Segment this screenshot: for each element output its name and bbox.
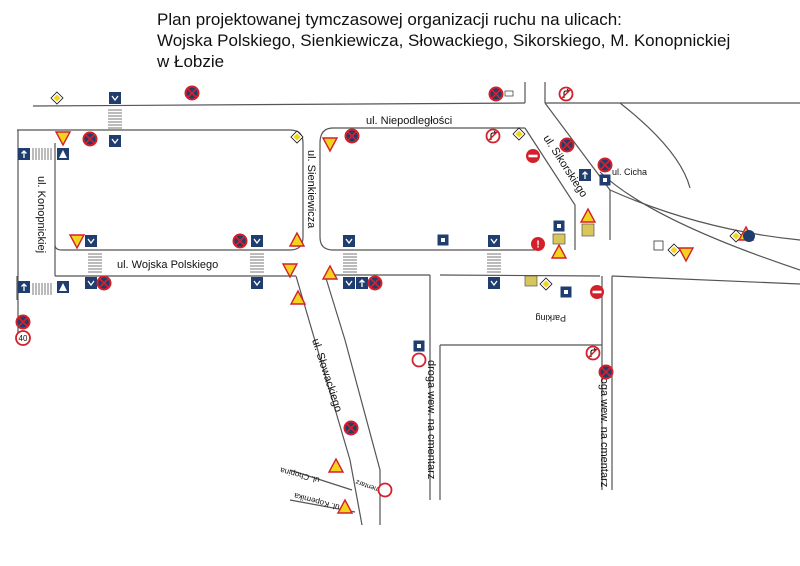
one-way-sign-icon: [250, 276, 264, 290]
one-way-sign-icon: [487, 234, 501, 248]
no-stopping-sign-icon: [488, 86, 504, 102]
one-way-sign-icon: [108, 134, 122, 148]
no-stopping-sign-icon: [232, 233, 248, 249]
one-way-sign-icon: [342, 276, 356, 290]
no-entry-sign-icon: [526, 149, 540, 163]
no-stopping-sign-icon: [184, 85, 200, 101]
no-stopping-sign-icon: [96, 275, 112, 291]
yield-sign-icon: [322, 137, 338, 152]
priority-road-sign-icon: [539, 277, 553, 291]
street-label-droga-wew-2: droga wew. na cmentarz: [598, 368, 610, 487]
no-vehicles-sign-icon: [411, 352, 427, 368]
speed-limit-sign-icon: [15, 330, 31, 346]
no-stopping-sign-icon: [82, 131, 98, 147]
one-way-arrow-sign-icon: [578, 168, 592, 182]
street-label-kopernika: ul. Kopernika: [293, 491, 341, 512]
warning-sign-icon: [322, 265, 338, 280]
street-label-konopnickiej: ul. Konopnickiej: [35, 176, 47, 253]
warning-sign-icon: [289, 232, 305, 247]
no-stopping-sign-icon: [559, 137, 575, 153]
no-vehicles-sign-icon: [377, 482, 393, 498]
priority-road-sign-icon: [512, 127, 526, 141]
title-line-2: Wojska Polskiego, Sienkiewicza, Słowacki…: [157, 31, 731, 50]
one-way-arrow-sign-icon: [17, 147, 31, 161]
no-turn-sign-icon: [585, 345, 601, 361]
yield-sign-icon: [678, 247, 694, 262]
yield-sign-icon: [282, 263, 298, 278]
street-label-droga-wew-1: droga wew. na cmentarz: [425, 360, 437, 479]
parking-sign-icon: [743, 230, 755, 242]
no-stopping-sign-icon: [343, 420, 359, 436]
street-label-niepodleglosci: ul. Niepodległości: [366, 115, 452, 127]
pedestrian-crossings: [32, 109, 501, 295]
info-sign-icon: [599, 174, 611, 186]
street-label-sienkiewicza: ul. Sienkiewicza: [305, 150, 317, 229]
street-label-wojska-polskiego: ul. Wojska Polskiego: [117, 259, 218, 271]
info-sign-icon: [560, 286, 572, 298]
no-stopping-sign-icon: [367, 275, 383, 291]
title-line-1: Plan projektowanej tymczasowej organizac…: [157, 10, 622, 29]
traffic-signs: 40: [15, 85, 755, 514]
one-way-sign-icon: [84, 234, 98, 248]
warning-red-sign-icon: [531, 237, 545, 251]
yield-sign-icon: [69, 234, 85, 249]
one-way-sign-icon: [84, 276, 98, 290]
one-way-sign-icon: [250, 234, 264, 248]
priority-road-sign-icon: [50, 91, 64, 105]
warning-sign-icon: [551, 244, 567, 259]
one-way-arrow-sign-icon: [355, 276, 369, 290]
no-stopping-sign-icon: [344, 128, 360, 144]
no-entry-sign-icon: [590, 285, 604, 299]
speed-limit-value: 40: [19, 334, 28, 343]
pedestrian-crossing-sign-icon: [57, 148, 69, 160]
one-way-sign-icon: [487, 276, 501, 290]
one-way-sign-icon: [108, 91, 122, 105]
one-way-sign-icon: [342, 234, 356, 248]
warning-sign-icon: [328, 458, 344, 473]
title-line-3: w Łobzie: [157, 52, 225, 71]
no-stopping-sign-icon: [598, 364, 614, 380]
one-way-arrow-sign-icon: [17, 280, 31, 294]
pedestrian-crossing-sign-icon: [57, 281, 69, 293]
warning-sign-icon: [580, 208, 596, 223]
street-label-slowackiego: ul. Słowackiego: [309, 337, 344, 413]
road-network: [16, 82, 800, 526]
priority-road-sign-icon: [290, 130, 304, 144]
no-turn-sign-icon: [485, 128, 501, 144]
no-turn-sign-icon: [558, 86, 574, 102]
info-sign-icon: [437, 234, 449, 246]
info-sign-icon: [553, 220, 565, 232]
street-label-cicha: ul. Cicha: [612, 167, 647, 177]
info-sign-icon: [413, 340, 425, 352]
yield-sign-icon: [55, 131, 71, 146]
no-stopping-sign-icon: [597, 157, 613, 173]
street-label-chopina: ul. Chopina: [279, 465, 321, 484]
no-stopping-sign-icon: [15, 314, 31, 330]
parking-label: Parking: [535, 313, 566, 323]
priority-road-sign-icon: [667, 243, 681, 257]
